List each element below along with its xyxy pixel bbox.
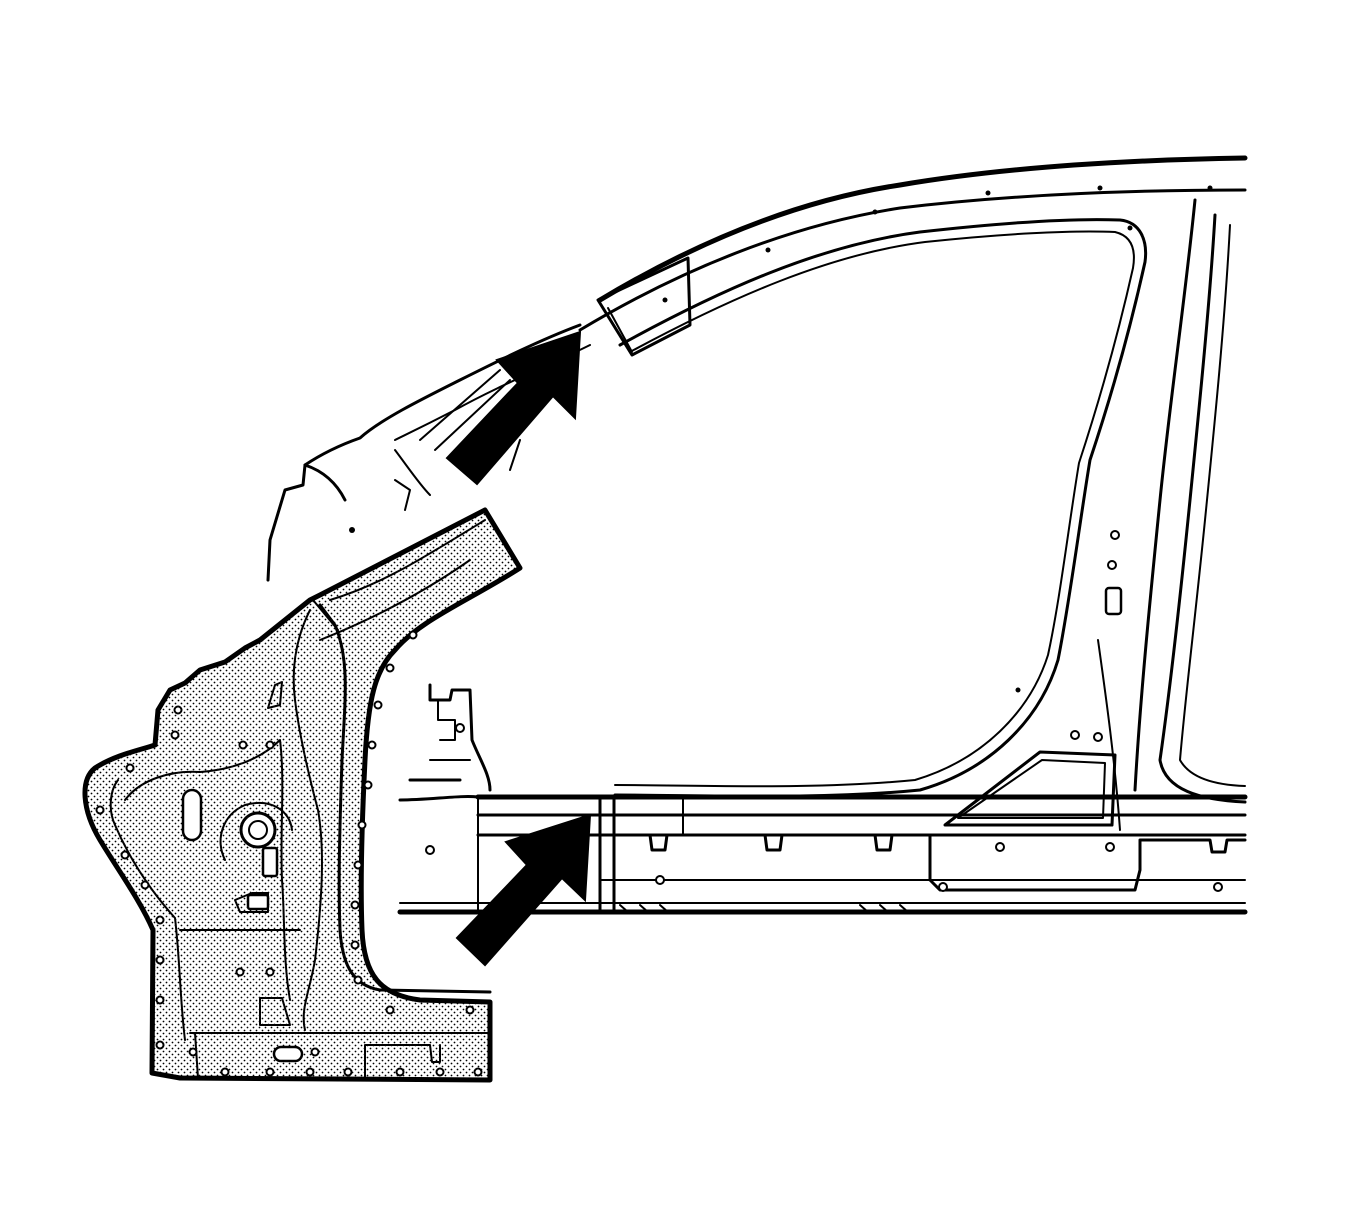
hinge-pillar-seam-1 <box>292 609 323 1031</box>
hinge-panel-outline <box>398 683 492 802</box>
rocker-reinforcement-inner <box>957 759 1106 819</box>
hinge-pillar-stippled-body <box>82 507 523 1083</box>
a-pillar-detail <box>394 439 521 511</box>
body-side-outer-panel <box>266 155 1248 915</box>
door-opening-upper <box>613 218 1148 798</box>
rocker-cut-line <box>598 795 616 914</box>
hinge-pillar-small-slot <box>246 893 270 911</box>
lower-arrow-pointing-rocker-cut <box>455 813 592 967</box>
hinge-boss-inner <box>248 820 268 840</box>
roof-rail-inner-edge <box>578 188 1247 332</box>
door-opening-inner-lip <box>614 230 1135 788</box>
replacement-hinge-pillar-section <box>82 507 523 1083</box>
rocker-hatch <box>619 904 909 913</box>
hinge-pillar-lower-plate <box>179 929 491 1079</box>
roof-rail-sleeve-seam <box>607 307 633 353</box>
hinge-bracket <box>429 699 471 761</box>
hinge-pillar-lower-slot <box>272 1045 304 1063</box>
b-pillar-base <box>1097 639 1121 831</box>
b-pillar-inner-edge <box>1179 224 1246 787</box>
hinge-pillar-mid-contour <box>124 739 291 1001</box>
upper-arrow-pointing-roof-rail-cut <box>445 330 582 486</box>
b-pillar-slot <box>1104 586 1123 616</box>
a-pillar-front-flange <box>266 463 347 582</box>
hinge-pillar-rect-slot <box>261 846 279 878</box>
hinge-pillar-holes <box>95 630 483 1077</box>
b-pillar-rear-edge <box>1158 213 1247 804</box>
hinge-pillar-seam-2 <box>319 519 486 641</box>
hinge-pillar-inner-flange <box>318 603 492 994</box>
b-pillar-front-edge <box>1133 198 1197 792</box>
a-pillar-upper-outer <box>303 323 582 467</box>
hinge-boss <box>239 811 277 849</box>
a-pillar-lines <box>419 369 511 451</box>
panel-holes <box>425 530 1223 892</box>
hinge-pillar-outer-contour <box>109 779 186 1041</box>
hinge-pillar-upper-flange <box>267 599 339 709</box>
rocker-reinforcement <box>943 750 1117 827</box>
rocker-notches <box>613 833 1247 892</box>
roof-rail-dots <box>349 185 1213 800</box>
roof-rail-sleeve <box>596 256 692 357</box>
roof-rail-outer-edge <box>597 155 1248 303</box>
hinge-boss-surround <box>219 802 293 861</box>
hinge-pillar-oval-slot <box>181 788 203 842</box>
